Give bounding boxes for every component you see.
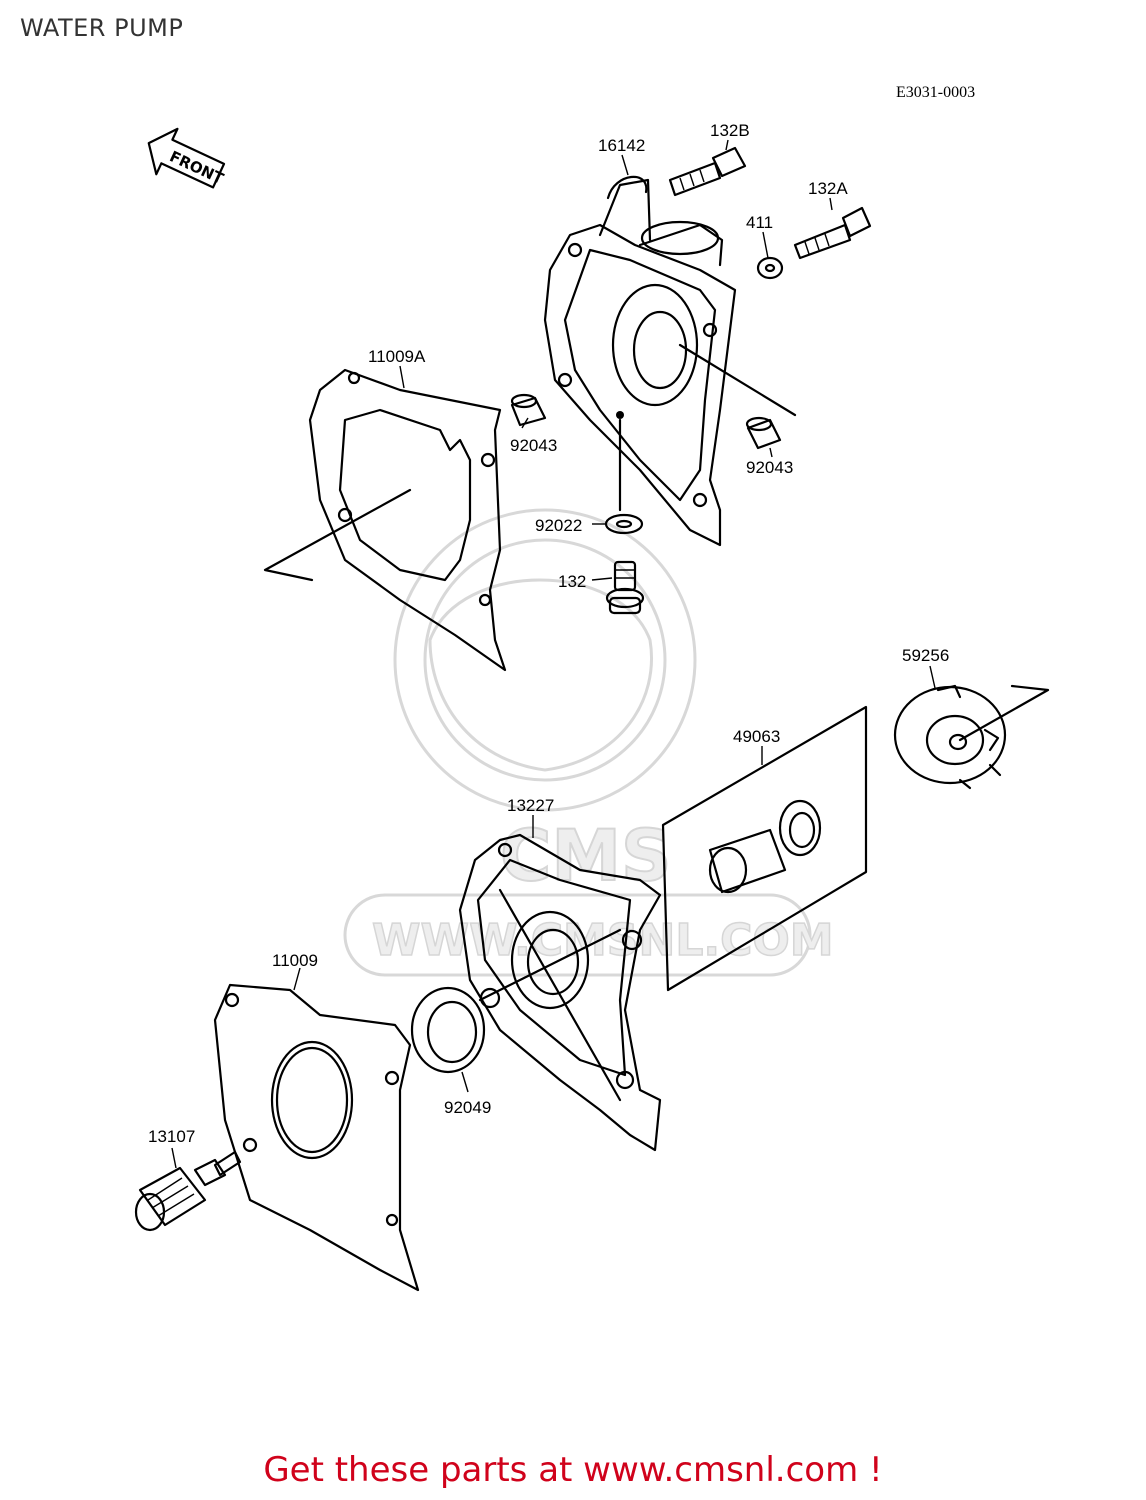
gasket-11009a xyxy=(263,368,507,672)
mechanical-seal-49063 xyxy=(661,705,868,992)
part-label-13107: 13107 xyxy=(148,1127,195,1146)
part-label-411: 411 xyxy=(746,213,773,232)
leader-lines xyxy=(171,139,936,1169)
washer-92022 xyxy=(604,513,644,535)
part-label-13227: 13227 xyxy=(507,796,554,815)
bolt-132a xyxy=(793,206,872,260)
fitting-13107 xyxy=(134,1150,242,1232)
gasket-11009 xyxy=(213,983,420,1292)
part-label-132b: 132B xyxy=(710,121,750,140)
part-label-92022: 92022 xyxy=(535,516,582,535)
pump-body-13227 xyxy=(458,833,662,1152)
diagram-code: E3031-0003 xyxy=(896,84,976,101)
impeller-59256 xyxy=(893,684,1050,790)
dowel-92043-right xyxy=(745,416,782,450)
front-arrow-icon: FRONT xyxy=(147,127,227,189)
part-label-49063: 49063 xyxy=(733,727,780,746)
pump-cover-upper xyxy=(543,175,797,547)
footer-link[interactable]: Get these parts at www.cmsnl.com ! xyxy=(263,1450,883,1490)
drain-bolt-132 xyxy=(605,560,645,615)
part-label-132: 132 xyxy=(558,572,586,591)
part-label-132a: 132A xyxy=(808,179,848,198)
dowel-92043-left xyxy=(510,393,547,427)
washer-411 xyxy=(756,256,784,280)
bolt-132b xyxy=(668,146,747,197)
watermark-url: WWW.CMSNL.COM xyxy=(372,915,834,966)
exploded-parts-diagram: CMS WWW.CMSNL.COM FRONT xyxy=(134,121,1050,1292)
part-label-11009a: 11009A xyxy=(368,347,426,366)
part-label-92043-right: 92043 xyxy=(746,458,793,477)
part-label-11009: 11009 xyxy=(272,951,318,970)
part-label-16142: 16142 xyxy=(598,136,645,155)
oil-seal-92049 xyxy=(410,986,486,1074)
page-title: WATER PUMP xyxy=(20,14,184,42)
part-label-92043-left: 92043 xyxy=(510,436,557,455)
front-label: FRONT xyxy=(167,147,227,188)
part-label-59256: 59256 xyxy=(902,646,949,665)
part-label-92049: 92049 xyxy=(444,1098,491,1117)
